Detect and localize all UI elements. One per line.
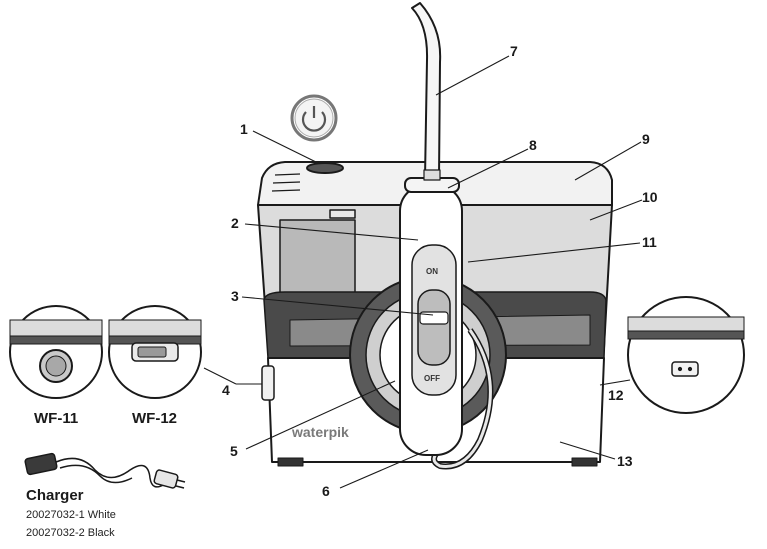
leader-lines (203, 55, 643, 489)
callout-8: 8 (529, 137, 537, 153)
callout-10: 10 (642, 189, 658, 205)
wf11-inset (9, 305, 103, 399)
callout-11: 11 (642, 234, 657, 250)
side-knob (261, 365, 275, 401)
switch-on-label: ON (426, 267, 438, 276)
callout-3: 3 (231, 288, 239, 304)
on-off-switch (417, 289, 451, 366)
charging-port-inset (627, 296, 745, 414)
charger-illustration (24, 452, 186, 489)
foot-left (277, 457, 304, 467)
reservoir-tab (329, 209, 356, 219)
callout-7: 7 (510, 43, 518, 59)
callout-12: 12 (608, 387, 624, 403)
flosser-tip (411, 2, 442, 179)
charging-port (671, 361, 699, 377)
callout-4: 4 (222, 382, 230, 398)
callout-1: 1 (240, 121, 248, 137)
variant-label-wf11: WF-11 (34, 410, 78, 427)
power-icon-inset (290, 94, 338, 142)
callout-5: 5 (230, 443, 238, 459)
water-flosser-unit (257, 2, 613, 470)
power-icon (301, 111, 327, 132)
callout-6: 6 (322, 483, 330, 499)
callout-9: 9 (642, 131, 650, 147)
variant-label-wf12: WF-12 (132, 410, 177, 427)
callout-13: 13 (617, 453, 633, 469)
charger-title: Charger (26, 487, 84, 504)
charger-part-black: 20027032-2 Black (26, 527, 115, 539)
callout-2: 2 (231, 215, 239, 231)
brand-logo: waterpik (291, 424, 349, 440)
power-button (306, 162, 344, 174)
switch-off-label: OFF (424, 374, 440, 383)
foot-right (571, 457, 598, 467)
lid-grips (271, 173, 301, 192)
charger-part-white: 20027032-1 White (26, 509, 116, 521)
wf12-inset (108, 305, 202, 399)
